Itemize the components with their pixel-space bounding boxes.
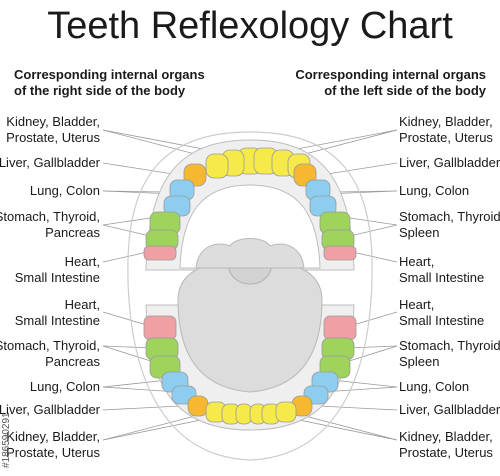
leader-line [349,224,398,237]
tooth-upper-wisdom [143,245,177,261]
header-left-side-line1: Corresponding internal organs [295,67,486,82]
label-line: Stomach, Thyroid, [0,338,100,353]
header-left-side-line2: of the left side of the body [324,83,486,98]
label-lower-canine-left: Liver, Gallbladder [399,402,500,418]
label-line: Heart, [64,297,100,312]
label-line: Stomach, Thyroid, [0,209,100,224]
lower-teeth [143,315,357,425]
label-lower-canine-right: Liver, Gallbladder [0,402,100,418]
label-lower-molars-left: Stomach, Thyroid, Spleen [399,338,500,370]
label-line: Pancreas [45,354,100,369]
label-upper-wisdom-right: Heart, Small Intestine [15,254,100,286]
label-lower-premolars-right: Lung, Colon [30,379,100,395]
label-line: Kidney, Bladder, [6,429,100,444]
tooth-lower-wisdom [143,315,177,341]
label-lower-molars-right: Stomach, Thyroid, Pancreas [0,338,100,370]
leader-line [345,345,398,363]
leader-line [345,345,398,349]
label-line: Stomach, Thyroid, [399,338,500,353]
label-line: Heart, [399,297,435,312]
label-lower-premolars-left: Lung, Colon [399,379,469,395]
mouth-outline [127,131,373,461]
label-line: Liver, Gallbladder [0,155,100,170]
page-title: Teeth Reflexology Chart [47,5,453,47]
leader-line [102,345,155,363]
label-line: Prostate, Uterus [399,130,493,145]
leader-line [102,217,151,226]
header-right-side-line2: of the right side of the body [14,83,186,98]
label-line: Prostate, Uterus [6,445,100,460]
label-line: Small Intestine [399,270,485,285]
label-upper-wisdom-left: Heart, Small Intestine [399,254,484,286]
label-line: Lung, Colon [399,379,470,394]
label-upper-canine-left: Liver, Gallbladder [399,155,500,171]
tooth-lower-incisor [275,401,297,423]
leader-line [102,311,151,327]
label-line: Spleen [399,225,440,240]
label-line: Small Intestine [14,313,100,328]
label-lower-wisdom-right: Heart, Small Intestine [15,297,100,329]
label-upper-incisors-right: Kidney, Bladder, Prostate, Uterus [6,114,100,146]
label-line: Liver, Gallbladder [399,155,500,170]
watermark-text: #186590291 [1,412,12,468]
label-lower-incisors-left: Kidney, Bladder, Prostate, Uterus [399,429,493,461]
label-line: Prostate, Uterus [399,445,493,460]
tooth-lower-canine [187,395,209,417]
label-line: Lung, Colon [29,379,100,394]
label-line: Lung, Colon [29,183,100,198]
label-line: Heart, [399,254,435,269]
leader-line [102,224,151,237]
leader-line [102,379,169,388]
label-line: Pancreas [45,225,100,240]
header-right-side: Corresponding internal organs of the rig… [14,67,234,99]
label-line: Liver, Gallbladder [0,402,100,417]
leader-line [349,217,398,226]
label-line: Stomach, Thyroid, [399,209,500,224]
label-lower-wisdom-left: Heart, Small Intestine [399,297,484,329]
header-left-side: Corresponding internal organs of the lef… [266,67,486,99]
label-line: Heart, [64,254,100,269]
label-line: Lung, Colon [399,183,470,198]
label-line: Small Intestine [14,270,100,285]
upper-teeth [143,147,357,261]
leader-line [331,379,398,388]
label-upper-canine-right: Liver, Gallbladder [0,155,100,171]
label-line: Small Intestine [399,313,485,328]
label-upper-molars-right: Stomach, Thyroid, Pancreas [0,209,100,241]
watermark: #186590291 [1,340,12,475]
header-right-side-line1: Corresponding internal organs [14,67,205,82]
tooth-upper-incisor [205,153,229,179]
label-upper-premolars-left: Lung, Colon [399,183,469,199]
label-line: Kidney, Bladder, [399,429,493,444]
tooth-upper-wisdom [323,245,357,261]
tooth-lower-wisdom [323,315,357,341]
leader-line [349,311,398,327]
label-upper-premolars-right: Lung, Colon [30,183,100,199]
label-line: Liver, Gallbladder [399,402,500,417]
label-line: Spleen [399,354,440,369]
label-upper-molars-left: Stomach, Thyroid, Spleen [399,209,500,241]
label-line: Kidney, Bladder, [399,114,493,129]
leader-line [102,345,155,349]
label-lower-incisors-right: Kidney, Bladder, Prostate, Uterus [6,429,100,461]
label-line: Prostate, Uterus [6,130,100,145]
label-line: Kidney, Bladder, [6,114,100,129]
label-upper-incisors-left: Kidney, Bladder, Prostate, Uterus [399,114,493,146]
palate-arch [195,238,305,269]
